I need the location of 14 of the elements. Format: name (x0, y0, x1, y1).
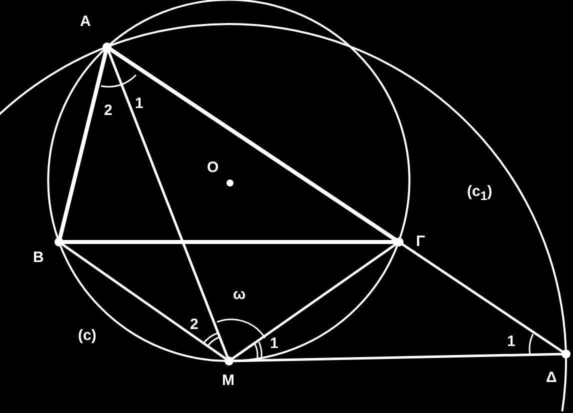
circle-label: (c$_{1}$) (467, 184, 492, 204)
angle-label: ω (233, 287, 246, 303)
center-label: O (207, 160, 219, 176)
angle-label: 1 (507, 334, 516, 350)
point-label: Δ (546, 370, 557, 386)
circle-label: (c) (78, 328, 96, 344)
point-label: A (80, 14, 91, 30)
angle-label: 2 (104, 103, 112, 119)
point-label: B (33, 250, 44, 266)
angle-label: 1 (270, 336, 278, 352)
angle-label: 1 (135, 96, 144, 112)
point-label: M (222, 373, 234, 389)
angle-label: 2 (190, 317, 198, 333)
point-label: Γ (416, 234, 426, 250)
